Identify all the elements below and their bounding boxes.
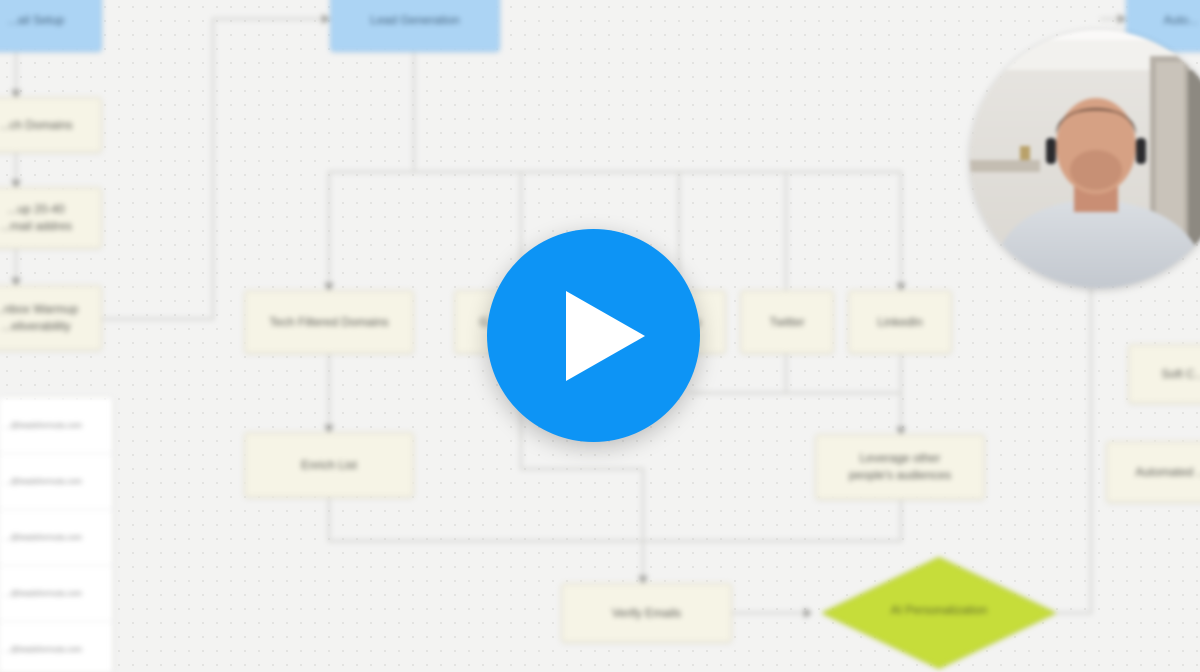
connector (328, 497, 330, 541)
arrow-right-icon (804, 608, 812, 618)
connector (900, 488, 902, 542)
arrow-down-icon (324, 425, 334, 433)
connector (1100, 18, 1130, 20)
ai-personalization-label: AI Personalization (890, 603, 988, 617)
node-automated[interactable]: Automated ... (1106, 441, 1200, 503)
node-verify-emails[interactable]: Verify Emails (561, 583, 732, 643)
node-soft[interactable]: Soft C... (1128, 344, 1200, 404)
connector (102, 318, 214, 320)
play-button[interactable] (487, 229, 700, 442)
arrow-down-icon (638, 576, 648, 584)
play-icon (566, 291, 645, 381)
connector (520, 468, 644, 470)
node-enrich-list[interactable]: Enrich List (244, 432, 414, 498)
connector (678, 171, 680, 291)
list-item: ...@leadsformula.com (0, 454, 112, 510)
arrow-down-icon (11, 278, 21, 286)
node-lead-generation[interactable]: Lead Generation (330, 0, 500, 52)
connector (785, 353, 787, 393)
list-item: ...@leadsformula.com (0, 398, 112, 454)
node-domains[interactable]: ...ch Domains (0, 97, 102, 153)
list-item: ...@leadsformula.com (0, 622, 112, 672)
connector (328, 353, 330, 433)
arrow-down-icon (11, 180, 21, 188)
arrow-down-icon (324, 283, 334, 291)
connector (1056, 612, 1092, 614)
connector (785, 171, 787, 291)
node-tech-filtered-domains[interactable]: Tech Filtered Domains (244, 290, 414, 354)
connector (15, 248, 17, 286)
connector (642, 468, 644, 584)
node-inbox-warmup[interactable]: ...nbox Warmup ...eliverability (0, 285, 102, 351)
connector (212, 18, 330, 20)
connector (413, 52, 415, 172)
node-twitter[interactable]: Twitter (740, 290, 834, 354)
connector (15, 52, 17, 98)
node-email-setup[interactable]: ...ail Setup (0, 0, 102, 52)
email-list-panel: ...@leadsformula.com ...@leadsformula.co… (0, 398, 112, 672)
connector (15, 152, 17, 188)
connector (328, 540, 902, 542)
connector (520, 171, 522, 291)
arrow-right-icon (322, 14, 330, 24)
connector (328, 171, 330, 291)
connector (732, 612, 810, 614)
arrow-right-icon (1118, 14, 1126, 24)
list-item: ...@leadsformula.com (0, 510, 112, 566)
list-item: ...@leadsformula.com (0, 566, 112, 622)
connector (690, 392, 902, 394)
connector (900, 171, 902, 291)
node-linkedin[interactable]: LinkedIn (848, 290, 952, 354)
arrow-down-icon (11, 90, 21, 98)
arrow-down-icon (896, 427, 906, 435)
arrow-down-icon (896, 283, 906, 291)
node-ai-personalization[interactable] (822, 557, 1056, 669)
connector (212, 18, 214, 320)
connector (1090, 284, 1092, 614)
connector (328, 171, 902, 173)
node-inboxes[interactable]: ...up 20-40 ...mail addres (0, 187, 102, 249)
node-leverage-audiences[interactable]: Leverage other people's audiences (815, 434, 985, 500)
connector (900, 353, 902, 435)
